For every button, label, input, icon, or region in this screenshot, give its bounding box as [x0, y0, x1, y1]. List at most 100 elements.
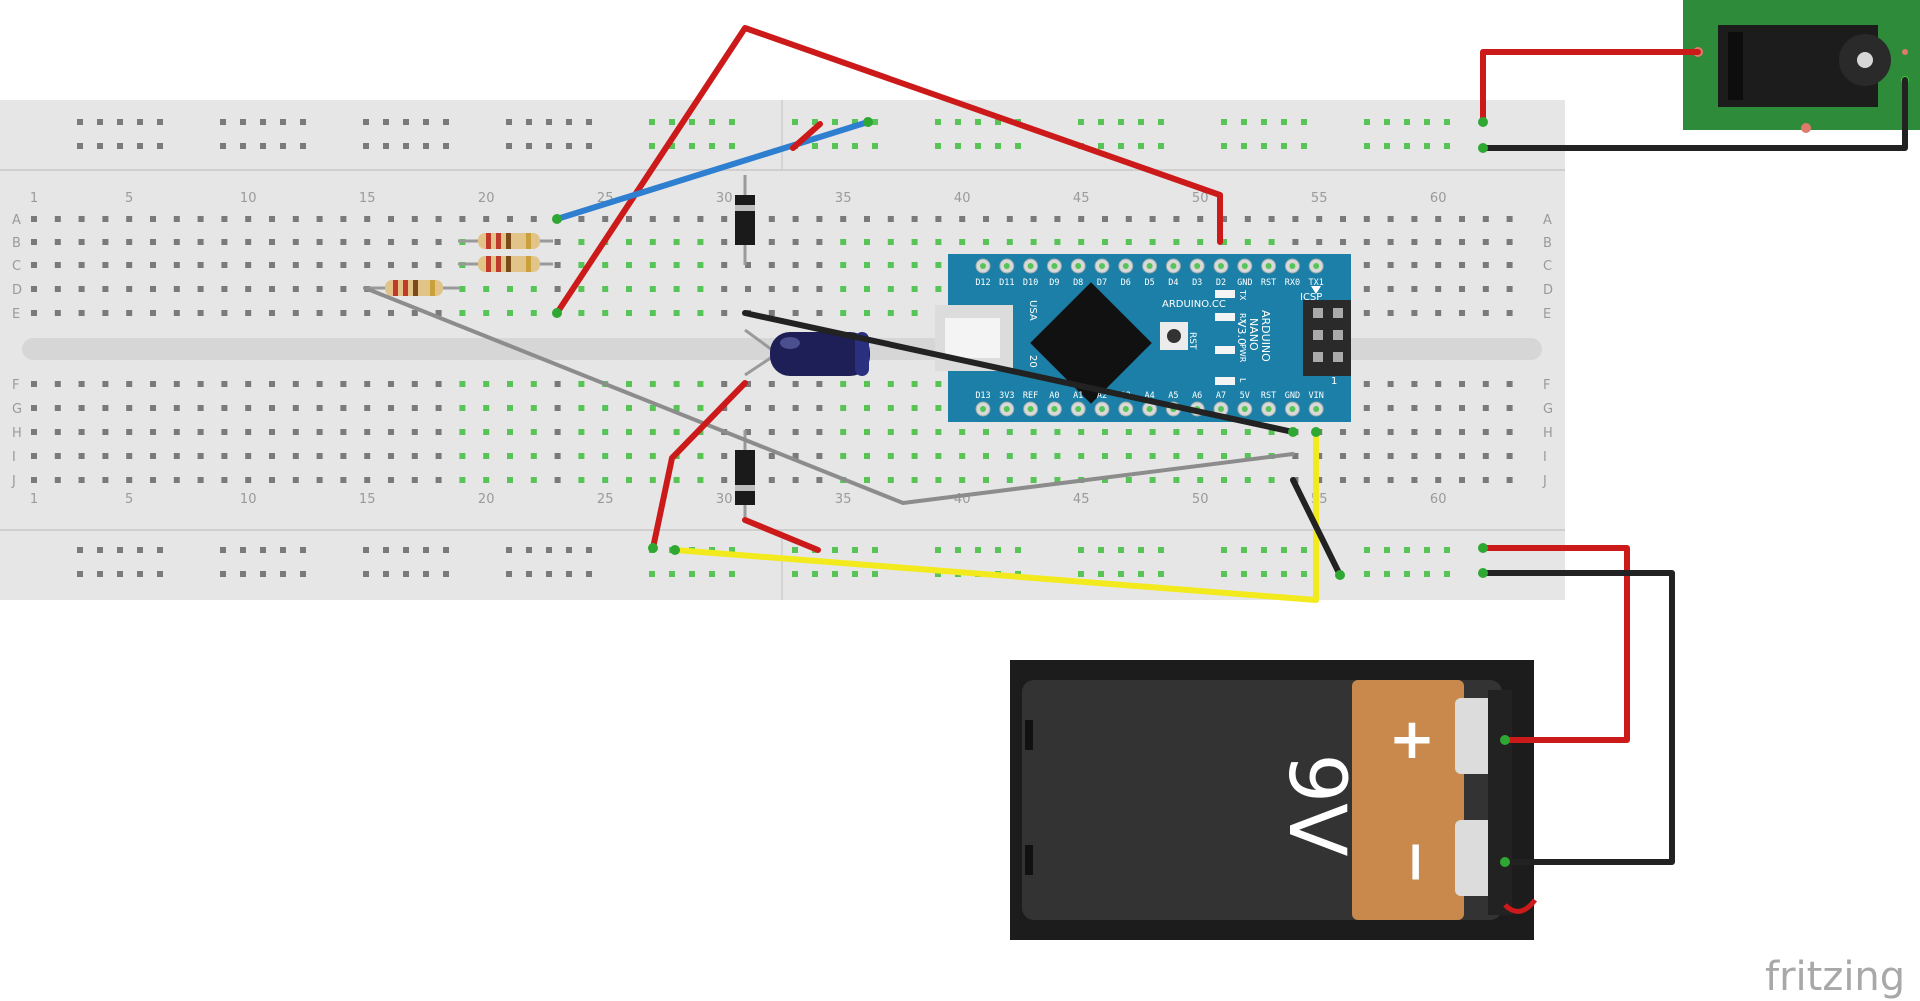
breadboard-hole: [150, 381, 156, 387]
breadboard-hole: [1030, 429, 1037, 435]
breadboard-hole: [1054, 429, 1061, 435]
breadboard-hole: [816, 310, 823, 316]
column-number: 30: [716, 492, 733, 507]
row-letter-left: J: [11, 474, 16, 489]
breadboard-hole: [102, 429, 109, 435]
breadboard-hole: [1363, 477, 1370, 483]
arduino-pin-label-bottom: A7: [1216, 391, 1226, 401]
rail-hole: [832, 547, 838, 553]
rail-hole: [1281, 571, 1287, 577]
wire-gray-long: [363, 286, 1295, 505]
breadboard-hole: [388, 216, 394, 222]
rail-hole: [383, 119, 389, 125]
column-number: 45: [1073, 492, 1090, 507]
rail-hole: [1158, 143, 1164, 149]
breadboard-hole: [269, 477, 275, 483]
battery-cap: [1352, 680, 1464, 920]
arduino-pin-bottom-center: [1218, 406, 1224, 412]
breadboard-hole: [1506, 477, 1513, 483]
rail-hole: [566, 119, 572, 125]
breadboard-hole: [411, 477, 418, 483]
breadboard-hole: [245, 286, 252, 292]
rail-hole: [1301, 143, 1307, 149]
rail-hole: [1404, 119, 1410, 125]
rail-hole: [995, 143, 1001, 149]
arduino-pin-label-bottom: D13: [975, 391, 990, 401]
rail-hole: [955, 119, 961, 125]
breadboard-hole: [1244, 477, 1251, 483]
row-letter-right: J: [1542, 474, 1547, 489]
wire-red-battery: [1480, 545, 1630, 743]
arduino-board: [948, 254, 1351, 422]
breadboard-hole: [1482, 477, 1489, 483]
led-l-label: L: [1238, 378, 1247, 383]
breadboard-hole: [1006, 429, 1013, 435]
rail-hole: [443, 547, 449, 553]
arduino-pin-bottom-center: [1265, 406, 1272, 412]
breadboard-hole: [197, 286, 204, 292]
arduino-pin-bottom-center: [1122, 406, 1129, 412]
rail-hole: [157, 119, 163, 125]
breadboard-hole: [578, 405, 585, 411]
breadboard-hole: [649, 310, 656, 316]
arduino-pin-top-center: [1289, 263, 1296, 269]
rail-hole: [260, 143, 266, 149]
rail-hole: [220, 547, 226, 553]
breadboard-hole: [721, 216, 728, 222]
breadboard-hole: [364, 381, 371, 387]
breadboard-hole: [578, 429, 585, 435]
breadboard-hole: [602, 216, 609, 222]
icsp-header: [1303, 300, 1351, 376]
breadboard-hole: [554, 429, 561, 435]
breadboard-hole: [316, 216, 323, 222]
breadboard-hole: [316, 310, 323, 316]
breadboard-hole: [887, 239, 894, 245]
arduino-pin-label-bottom: A4: [1144, 391, 1154, 401]
breadboard-hole: [792, 381, 799, 387]
breadboard-hole: [816, 429, 823, 435]
rail-hole: [709, 143, 715, 149]
breadboard-hole: [745, 405, 751, 411]
breadboard-hole: [173, 286, 180, 292]
breadboard-hole: [1125, 239, 1132, 245]
row-letter-right: G: [1543, 402, 1553, 417]
breadboard-hole: [388, 477, 394, 483]
breadboard-hole: [1030, 239, 1037, 245]
rail-hole: [689, 119, 695, 125]
rail-hole: [1221, 571, 1227, 577]
breadboard-hole: [673, 239, 680, 245]
breadboard-hole: [316, 381, 323, 387]
breadboard-hole: [792, 310, 799, 316]
breadboard-hole: [54, 310, 61, 316]
breadboard-hole: [411, 429, 418, 435]
led-l: [1215, 377, 1235, 385]
rail-hole: [220, 571, 226, 577]
breadboard-hole: [78, 216, 85, 222]
rail-hole: [792, 119, 798, 125]
breadboard-hole: [1078, 429, 1085, 435]
breadboard-hole: [340, 286, 347, 292]
rail-hole: [1384, 119, 1390, 125]
wire-red-jack: [1480, 49, 1701, 125]
breadboard-hole: [578, 239, 585, 245]
arduino-pin-bottom-center: [1313, 406, 1320, 412]
breadboard-hole: [1268, 239, 1275, 245]
breadboard-hole: [507, 429, 513, 435]
breadboard-hole: [530, 310, 537, 316]
breadboard-hole: [483, 216, 490, 222]
breadboard-hole: [1173, 429, 1180, 435]
breadboard-hole: [840, 453, 847, 459]
rail-hole: [1384, 547, 1390, 553]
breadboard-hole: [602, 262, 609, 268]
breadboard-hole: [959, 453, 966, 459]
breadboard-hole: [1292, 216, 1299, 222]
breadboard-hole: [1149, 453, 1156, 459]
rail-hole: [97, 143, 103, 149]
breadboard-hole: [102, 286, 109, 292]
breadboard-hole: [1411, 216, 1418, 222]
breadboard-hole: [78, 405, 85, 411]
breadboard-hole: [388, 239, 394, 245]
rail-hole: [526, 119, 532, 125]
rail-hole: [1301, 571, 1307, 577]
